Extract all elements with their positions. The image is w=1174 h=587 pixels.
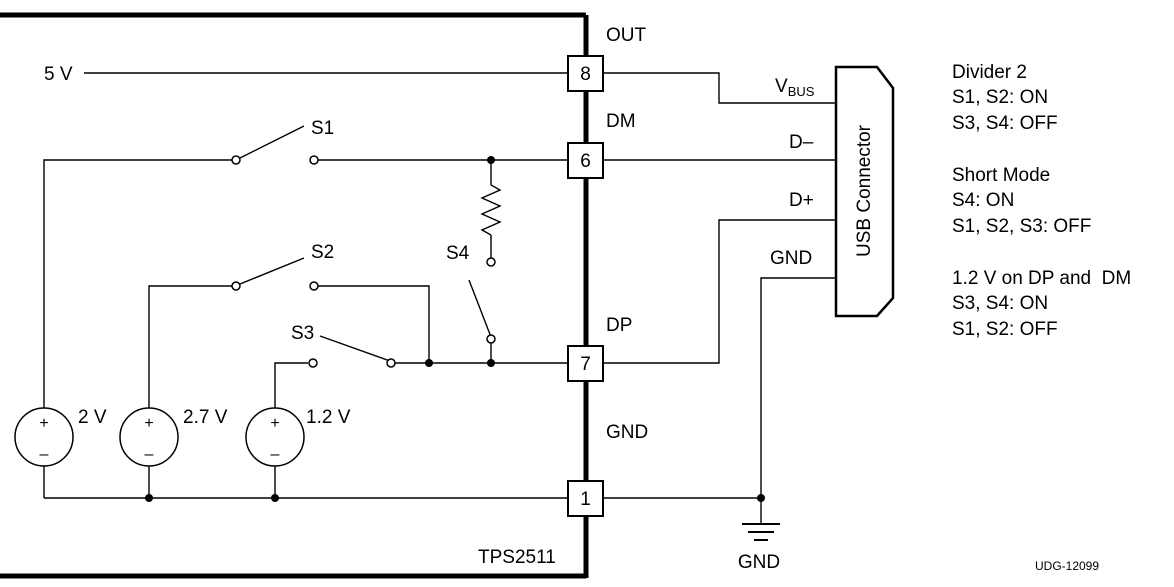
wires — [43, 72, 836, 524]
source-1-2v-label: 1.2 V — [306, 407, 351, 428]
ground-symbol-label: GND — [738, 552, 780, 573]
pin-7-number: 7 — [580, 354, 591, 375]
source-2-7v-label: 2.7 V — [183, 407, 228, 428]
note-1-2v-line1: S3, S4: ON — [952, 293, 1048, 314]
pin-dm-label: DM — [606, 111, 636, 132]
junction-dots — [145, 156, 765, 502]
note-divider-title: Divider 2 — [952, 62, 1027, 83]
source-2-7v-minus: – — [145, 446, 154, 463]
source-1-2v: + – 1.2 V — [245, 407, 351, 467]
pin-out-label: OUT — [606, 25, 647, 46]
notes-short: Short Mode S4: ON S1, S2, S3: OFF — [952, 165, 1091, 237]
note-1-2v-title: 1.2 V on DP and DM — [952, 268, 1131, 289]
source-2v-minus: – — [40, 446, 49, 463]
switch-terminals — [231, 155, 496, 368]
source-2-7v-plus: + — [144, 415, 153, 432]
ground-symbol: GND — [738, 523, 780, 573]
pin-6-number: 6 — [580, 151, 591, 172]
pin-1-number: 1 — [580, 489, 591, 510]
supply-5v-label: 5 V — [44, 64, 73, 85]
source-2v-label: 2 V — [78, 407, 107, 428]
source-2-7v: + – 2.7 V — [119, 407, 228, 467]
usb-connector-label: USB Connector — [854, 124, 875, 257]
pin-7-box: 7 — [567, 345, 604, 382]
note-1-2v-line2: S1, S2: OFF — [952, 319, 1058, 340]
usb-dminus-label: D– — [789, 132, 814, 153]
note-short-title: Short Mode — [952, 165, 1050, 186]
note-divider-line1: S1, S2: ON — [952, 87, 1048, 108]
switch-s3-label: S3 — [291, 323, 314, 344]
usb-connector: USB Connector — [834, 65, 895, 318]
note-divider-line2: S3, S4: OFF — [952, 113, 1058, 134]
chip-outline — [0, 12, 589, 579]
switch-s2-label: S2 — [311, 242, 334, 263]
notes-divider: Divider 2 S1, S2: ON S3, S4: OFF — [952, 62, 1058, 134]
pin-6-box: 6 — [567, 142, 604, 179]
switch-s4-label: S4 — [446, 243, 470, 264]
source-1-2v-plus: + — [270, 415, 279, 432]
note-short-line2: S1, S2, S3: OFF — [952, 216, 1091, 237]
pin-1-box: 1 — [567, 480, 604, 517]
notes-1-2v: 1.2 V on DP and DM S3, S4: ON S1, S2: OF… — [952, 268, 1131, 340]
usb-dplus-label: D+ — [789, 190, 814, 211]
note-short-line1: S4: ON — [952, 190, 1014, 211]
usb-gnd-label: GND — [770, 248, 812, 269]
switch-s1-label: S1 — [311, 118, 334, 139]
chip-name: TPS2511 — [478, 547, 556, 568]
source-2v-plus: + — [39, 415, 48, 432]
pin-dp-label: DP — [606, 315, 632, 336]
pin-8-box: 8 — [567, 55, 604, 92]
figure-id: UDG-12099 — [1035, 559, 1099, 573]
pin-gnd-label: GND — [606, 422, 648, 443]
pin-8-number: 8 — [580, 64, 591, 85]
source-2v: + – 2 V — [14, 407, 107, 467]
usb-vbus-label: VBUS — [775, 76, 815, 99]
source-1-2v-minus: – — [271, 446, 280, 463]
